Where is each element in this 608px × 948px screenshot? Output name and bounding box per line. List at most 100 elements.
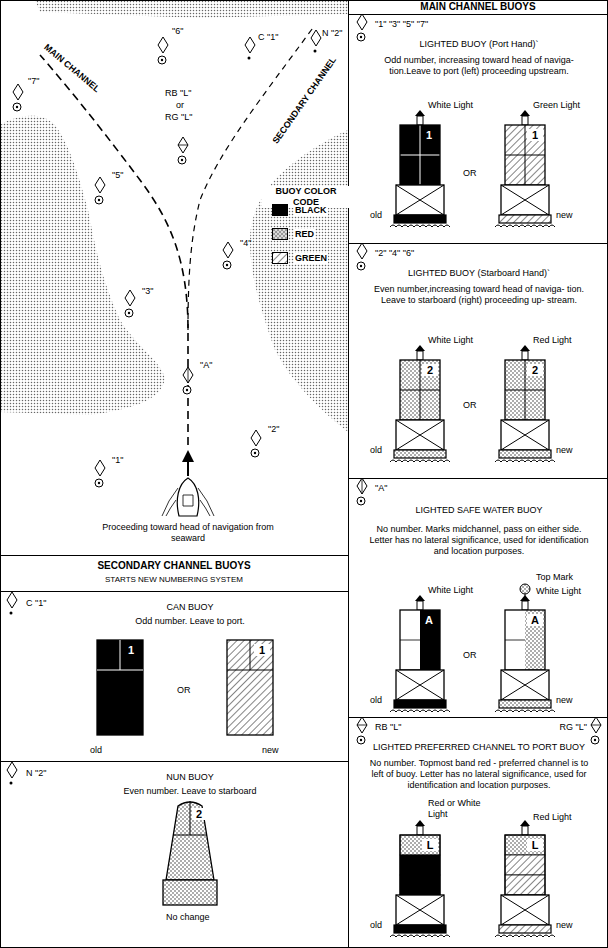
or-label: OR <box>463 168 477 179</box>
figure-part <box>360 36 362 38</box>
section-heading: "A" <box>375 483 525 494</box>
figure-part <box>505 390 545 391</box>
new-label: new <box>556 695 573 706</box>
buoy-base <box>394 215 446 223</box>
can-buoy-figure <box>97 640 143 735</box>
buoy-base <box>499 215 551 223</box>
symbol-diamond <box>178 137 188 153</box>
old-label: old <box>90 745 102 756</box>
callout-number: "1" <box>112 455 123 466</box>
buoy-letter: L <box>527 839 543 851</box>
buoy-frame <box>396 420 444 450</box>
figure-part <box>501 670 549 700</box>
buoy-figure <box>390 820 450 937</box>
symbol-diamond <box>7 762 17 778</box>
chart-symbol <box>183 367 193 394</box>
figure-part <box>505 360 545 420</box>
legend-text: GREEN <box>294 253 328 264</box>
symbol-diamond <box>7 592 17 608</box>
boat-cabin <box>183 495 193 506</box>
callout-number: "A" <box>200 360 212 371</box>
symbol-diamond <box>223 242 233 258</box>
symbol-diamond <box>183 367 193 383</box>
section-text: RG "L" <box>499 722 587 733</box>
buoy-body <box>400 125 440 185</box>
buoy-base <box>499 450 551 458</box>
can-buoy-figure <box>227 640 273 735</box>
figure-part <box>188 367 189 383</box>
figure-part <box>161 59 163 61</box>
buoy-lamp <box>522 601 528 610</box>
chart-symbol <box>591 717 601 744</box>
buoy-lamp-cap <box>520 110 530 116</box>
chart-symbol <box>311 30 321 53</box>
section-text: LIGHTED SAFE WATER BUOY <box>364 505 594 516</box>
section-text: CAN BUOY <box>100 602 280 613</box>
buoy-body <box>505 360 545 420</box>
figure-part <box>505 875 545 895</box>
channel-panel: SECONDARY CHANNEL BUOYSSTARTS NEW NUMBER… <box>0 555 348 948</box>
channel-name: MAIN CHANNEL <box>42 41 102 94</box>
buoy-letter: A <box>527 614 543 626</box>
figure-part <box>16 106 18 108</box>
buoy-figure <box>495 110 555 227</box>
figure-part <box>254 452 256 454</box>
buoy-base <box>499 700 551 708</box>
buoy-lamp <box>522 116 528 125</box>
buoy-section: "1" "3" "5" "7"LIGHTED BUOY (Port Hand)`… <box>349 14 608 243</box>
buoy-base <box>394 925 446 933</box>
figure-part <box>190 801 191 835</box>
figure-part <box>400 125 440 185</box>
figure-part <box>97 640 143 735</box>
figure-part <box>396 895 444 925</box>
figure-part <box>98 199 100 201</box>
light-circle <box>357 497 365 505</box>
figure-part <box>181 159 183 161</box>
buoy-figure <box>495 595 555 712</box>
legend-swatch <box>272 228 288 240</box>
figure-part <box>98 482 100 484</box>
section-heading: N "2" <box>26 768 126 779</box>
chart-symbol <box>7 592 17 615</box>
chart-symbol <box>7 762 17 785</box>
swatch-pattern <box>273 229 287 239</box>
light-circle <box>223 261 231 269</box>
buoy-lamp-cap <box>520 345 530 351</box>
light-label: White Light <box>428 585 473 596</box>
buoy-lamp <box>522 826 528 835</box>
buoy-figure <box>495 820 555 937</box>
new-label: new <box>556 445 573 456</box>
section-text: LIGHTED PREFERRED CHANNEL TO PORT BUOY <box>357 742 601 753</box>
buoy-body <box>400 360 440 420</box>
figure-part <box>525 594 526 596</box>
symbol-diamond <box>158 37 168 53</box>
land-left <box>0 116 165 415</box>
buoy-lamp <box>417 116 423 125</box>
buoy-lamp-cap <box>415 110 425 116</box>
figure-part <box>420 610 440 670</box>
figure-part <box>505 835 545 855</box>
symbol-dot <box>314 50 317 53</box>
figure-part <box>501 420 549 450</box>
chart-symbol <box>158 37 168 64</box>
buoy-body <box>505 610 545 670</box>
symbol-diamond <box>125 290 135 306</box>
symbol-diamond <box>95 460 105 476</box>
swatch-fill <box>273 229 287 239</box>
section-text: No number. Marks midchannel, pass on eit… <box>364 524 594 557</box>
water-waves <box>495 935 555 937</box>
figure-part <box>360 739 362 741</box>
chart-symbol <box>357 243 367 270</box>
figure-part <box>166 802 214 880</box>
light-label: White Light <box>428 335 473 346</box>
figure-part <box>525 610 545 670</box>
section-text: Odd number, increasing toward head of na… <box>364 55 594 77</box>
buoy-body <box>505 125 545 185</box>
buoy-lamp-cap <box>520 820 530 826</box>
callout-number: N "2" <box>322 28 342 39</box>
figure-part <box>360 265 362 267</box>
light-circle <box>125 309 133 317</box>
buoy-number: 1 <box>254 644 270 656</box>
